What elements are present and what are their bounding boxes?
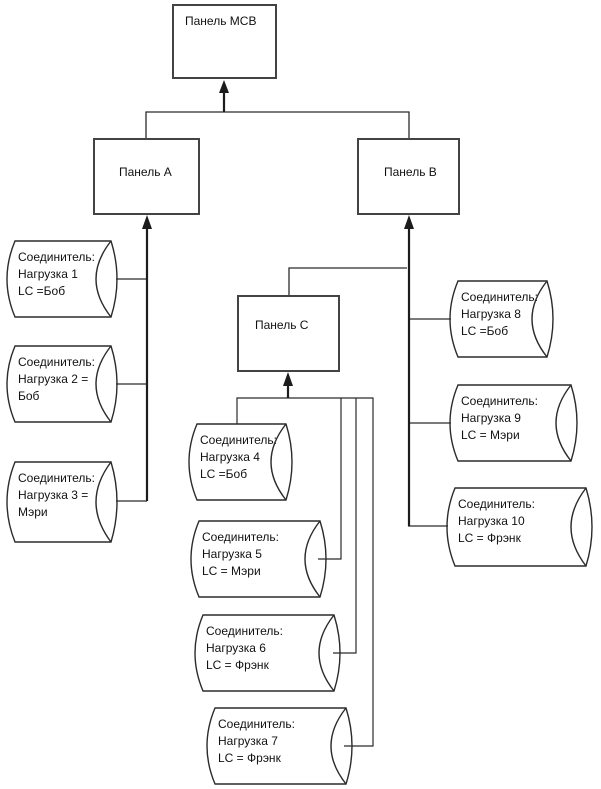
node-connector-load-3: Соединитель: Нагрузка 3 = Мэри [5,461,118,543]
connector-label: Соединитель: Нагрузка 2 = Боб [18,354,95,405]
connector-label: Соединитель: Нагрузка 3 = Мэри [18,470,95,521]
connector-label: Соединитель: Нагрузка 9 LC = Мэри [461,393,538,444]
connector-load: Нагрузка 9 [461,411,521,425]
node-connector-load-2: Соединитель: Нагрузка 2 = Боб [5,345,118,423]
arrowhead-mcb-icon [219,80,229,93]
connector-lc: LC = Мэри [461,428,520,442]
node-panel-mcb: Панель МСВ [172,4,277,79]
connector-load: Нагрузка 2 = [18,372,89,386]
connector-lc: LC = Фрэнк [218,751,281,765]
connector-lc: LC =Боб [200,467,248,481]
cylinder-shape [6,345,118,423]
node-connector-load-5: Соединитель: Нагрузка 5 LC = Мэри [189,520,327,598]
arrowhead-panel-b-icon [404,215,414,229]
connector-lc: LC =Боб [18,284,66,298]
connector-title: Соединитель: [458,497,536,511]
node-connector-load-4: Соединитель: Нагрузка 4 LC =Боб [187,423,293,501]
connector-title: Соединитель: [202,530,280,544]
connector-title: Соединитель: [461,290,539,304]
connector-lc: LC =Боб [461,324,509,338]
arrowhead-panel-c-icon [283,372,293,386]
connector-label: Соединитель: Нагрузка 5 LC = Мэри [202,529,279,580]
connector-title: Соединитель: [206,624,284,638]
node-connector-load-1: Соединитель: Нагрузка 1 LC =Боб [5,240,118,318]
top-bus-line [145,111,410,138]
node-panel-c: Панель C [237,295,340,372]
connector-label: Соединитель: Нагрузка 10 LC = Фрэнк [458,496,535,547]
connector-lc: LC = Фрэнк [206,658,269,672]
connector-label: Соединитель: Нагрузка 1 LC =Боб [18,249,95,300]
cylinder-shape [449,384,578,462]
node-connector-load-6: Соединитель: Нагрузка 6 LC = Фрэнк [193,614,341,692]
cylinder-shape [449,280,554,358]
connector-load: Нагрузка 8 [461,307,521,321]
panel-a-label: Панель A [119,165,172,179]
connector-lc: Мэри [18,505,48,519]
node-connector-load-9: Соединитель: Нагрузка 9 LC = Мэри [448,384,578,462]
connector-title: Соединитель: [18,355,96,369]
connector-lc: LC = Фрэнк [458,531,521,545]
connector-lc: LC = Мэри [202,564,261,578]
panel-c-label: Панель C [255,318,309,332]
connector-load: Нагрузка 4 [200,450,260,464]
node-panel-b: Панель B [357,138,460,215]
arrowhead-panel-a-icon [142,215,152,229]
connector-label: Соединитель: Нагрузка 8 LC =Боб [461,289,538,340]
connector-label: Соединитель: Нагрузка 4 LC =Боб [200,432,277,483]
connector-title: Соединитель: [18,471,96,485]
connector-load: Нагрузка 7 [218,734,278,748]
connector-load: Нагрузка 5 [202,547,262,561]
connector-label: Соединитель: Нагрузка 7 LC = Фрэнк [218,716,295,767]
panel-b-label: Панель B [384,165,437,179]
connector-title: Соединитель: [200,433,278,447]
connector-title: Соединитель: [18,250,96,264]
panel-mcb-label: Панель МСВ [185,14,257,28]
connector-load: Нагрузка 1 [18,267,78,281]
connector-lc: Боб [18,389,40,403]
panel-c-link-line [288,267,407,295]
connector-load: Нагрузка 10 [458,514,525,528]
cylinder-shape [6,461,118,543]
connector-label: Соединитель: Нагрузка 6 LC = Фрэнк [206,623,283,674]
connector-title: Соединитель: [461,394,539,408]
connector-title: Соединитель: [218,717,296,731]
node-connector-load-7: Соединитель: Нагрузка 7 LC = Фрэнк [205,707,353,785]
connector-load: Нагрузка 3 = [18,488,89,502]
cylinder-shape [6,240,118,318]
cylinder-shape [446,487,593,567]
connector-load: Нагрузка 6 [206,641,266,655]
node-connector-load-8: Соединитель: Нагрузка 8 LC =Боб [448,280,554,358]
node-panel-a: Панель A [93,138,200,215]
node-connector-load-10: Соединитель: Нагрузка 10 LC = Фрэнк [445,487,593,567]
